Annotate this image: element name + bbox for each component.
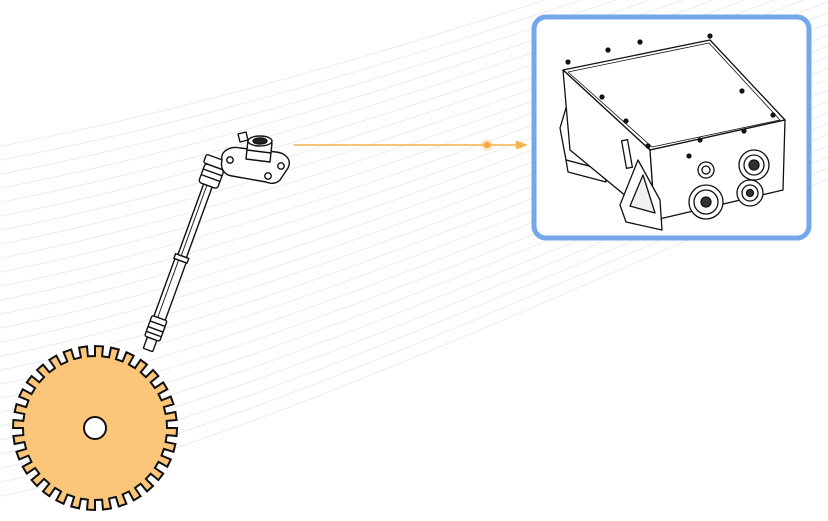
arrow-dot [483,141,491,149]
background-line [0,0,651,189]
control-unit-icon [559,33,786,231]
background-line [0,0,715,217]
connector-icon [688,149,770,220]
tone-wheel-gear-icon [11,344,179,512]
signal-arrow [294,139,528,151]
arrow-head-icon [516,140,528,150]
background-line [0,0,684,203]
gear-hub-hole [83,416,107,440]
background-line [0,0,547,147]
background-line [0,0,618,175]
control-unit [531,14,812,241]
background-line [0,0,583,161]
box-bolts [565,33,776,159]
sensor-probe-icon [142,131,290,353]
